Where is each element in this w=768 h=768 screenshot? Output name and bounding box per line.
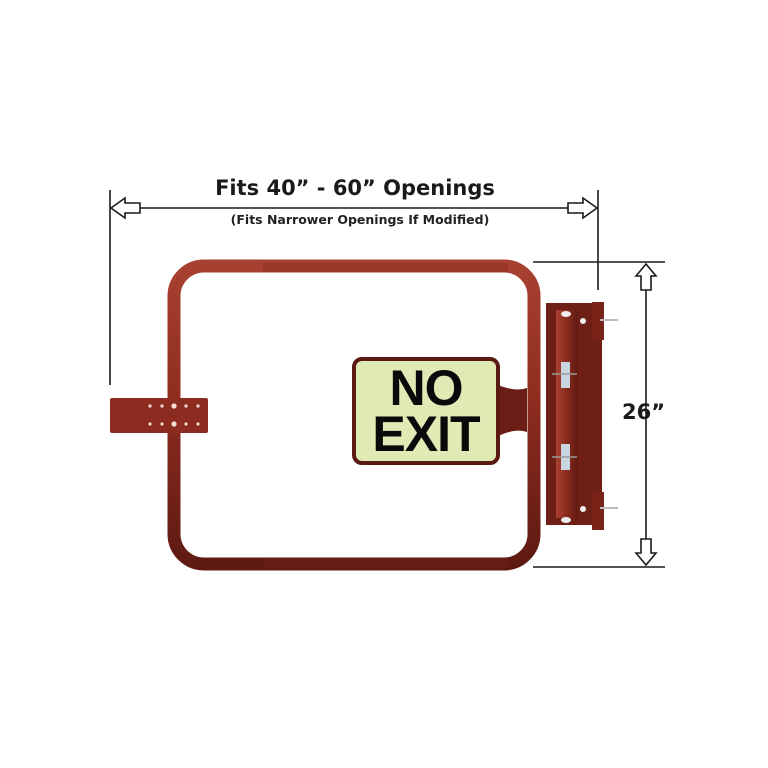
sign-line-1: NO	[389, 360, 464, 416]
sign-line-2: EXIT	[372, 406, 480, 462]
width-subtitle: (Fits Narrower Openings If Modified)	[230, 212, 490, 227]
width-dimension	[109, 190, 599, 385]
no-exit-sign: NO EXIT	[352, 357, 500, 465]
left-mounting-plate	[110, 398, 208, 433]
height-label: 26”	[622, 400, 666, 424]
width-title: Fits 40” - 60” Openings	[215, 176, 495, 200]
sign-arm	[498, 385, 527, 436]
hinge-assembly	[546, 302, 618, 530]
height-dimension	[533, 261, 665, 568]
